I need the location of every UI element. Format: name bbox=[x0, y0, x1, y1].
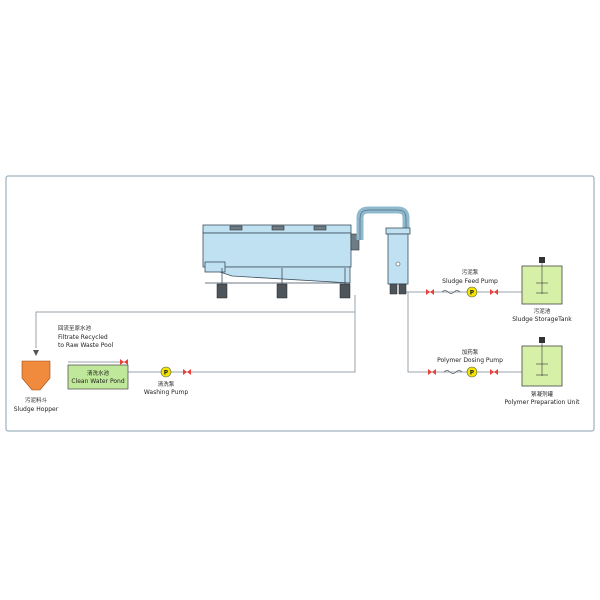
washing-pump-letter: P bbox=[164, 370, 169, 377]
column-base bbox=[389, 283, 398, 295]
cover-slot-2 bbox=[271, 225, 285, 231]
washing-pump-label-en: Washing Pump bbox=[144, 389, 189, 396]
pond-label-cn: 清洗水池 bbox=[87, 369, 110, 377]
storage-mixer-motor bbox=[539, 257, 545, 263]
polymer-dosing-pump-letter: P bbox=[470, 370, 475, 377]
washing-pump-label-cn: 清洗泵 bbox=[158, 380, 175, 388]
column-base-2 bbox=[398, 283, 407, 295]
dosing-valve-1b bbox=[432, 369, 436, 375]
machine-body bbox=[202, 232, 352, 268]
dosing-flex-hose bbox=[443, 370, 463, 374]
washing-valve-a bbox=[183, 369, 187, 375]
prep-mixer-motor bbox=[539, 337, 545, 343]
storage-label-cn: 污泥池 bbox=[534, 307, 551, 315]
pond-inlet-valve bbox=[120, 359, 124, 365]
washing-pump bbox=[160, 366, 172, 378]
feed-valve-2a bbox=[490, 289, 494, 295]
polymer-dosing-pipe bbox=[407, 292, 522, 373]
machine-drive-unit bbox=[350, 233, 360, 251]
feed-valve-1a bbox=[426, 289, 430, 295]
flocculation-column bbox=[356, 206, 411, 295]
sludge-storage-tank bbox=[521, 257, 563, 305]
sludge-hopper bbox=[21, 350, 51, 391]
polymer-preparation-unit bbox=[521, 337, 563, 387]
dosing-valve-2b bbox=[494, 369, 498, 375]
sludge-feed-pump-label-cn: 污泥泵 bbox=[462, 268, 479, 276]
hopper-body bbox=[21, 360, 51, 391]
filtrate-label-en-2: to Raw Waste Pool bbox=[58, 342, 114, 349]
filtrate-label-cn: 回流至原水池 bbox=[58, 324, 92, 332]
hopper-label-en: Sludge Hopper bbox=[14, 406, 59, 413]
cover-slot-1 bbox=[229, 225, 243, 231]
prep-label-cn: 絮凝剂罐 bbox=[531, 390, 554, 398]
hopper-label-cn: 污泥料斗 bbox=[25, 396, 48, 404]
sludge-feed-pump bbox=[466, 286, 478, 298]
column-body bbox=[387, 233, 409, 285]
sludge-feed-pump-label-en: Sludge Feed Pump bbox=[442, 278, 498, 285]
prep-label-en: Polymer Preparation Unit bbox=[505, 399, 581, 406]
clean-water-pond bbox=[67, 364, 129, 390]
dosing-valve-2a bbox=[490, 369, 494, 375]
filtrate-label-en-1: Filtrate Recycled bbox=[58, 334, 108, 341]
column-cap bbox=[385, 227, 411, 235]
feed-flex-hose bbox=[441, 290, 461, 294]
storage-label-en: Sludge StorageTank bbox=[512, 316, 572, 323]
feed-valve-2b bbox=[494, 289, 498, 295]
washing-water-pipe bbox=[128, 296, 356, 373]
dewatering-machine bbox=[202, 224, 360, 299]
dosing-pump-label-en: Polymer Dosing Pump bbox=[437, 357, 503, 364]
hopper-arrow bbox=[33, 350, 39, 356]
dosing-pump-label-cn: 加药泵 bbox=[462, 348, 479, 356]
column-feed-pipe-outline bbox=[359, 209, 407, 240]
pond-label-en: Clean Water Pond bbox=[71, 378, 124, 385]
machine-leg-3 bbox=[339, 283, 351, 299]
machine-leg-1 bbox=[216, 283, 228, 299]
pond-inlet-valve-b bbox=[124, 359, 128, 365]
feed-valve-1b bbox=[430, 289, 434, 295]
washing-valve-b bbox=[187, 369, 191, 375]
machine-outlet-hood bbox=[204, 261, 226, 273]
machine-trough bbox=[204, 266, 351, 284]
polymer-dosing-pump bbox=[466, 366, 478, 378]
machine-leg-2 bbox=[276, 283, 288, 299]
diagram-frame bbox=[5, 175, 595, 432]
cover-slot-3 bbox=[313, 225, 327, 231]
sludge-feed-pump-letter: P bbox=[470, 290, 475, 297]
column-sight-glass bbox=[395, 261, 401, 267]
dosing-valve-1a bbox=[428, 369, 432, 375]
